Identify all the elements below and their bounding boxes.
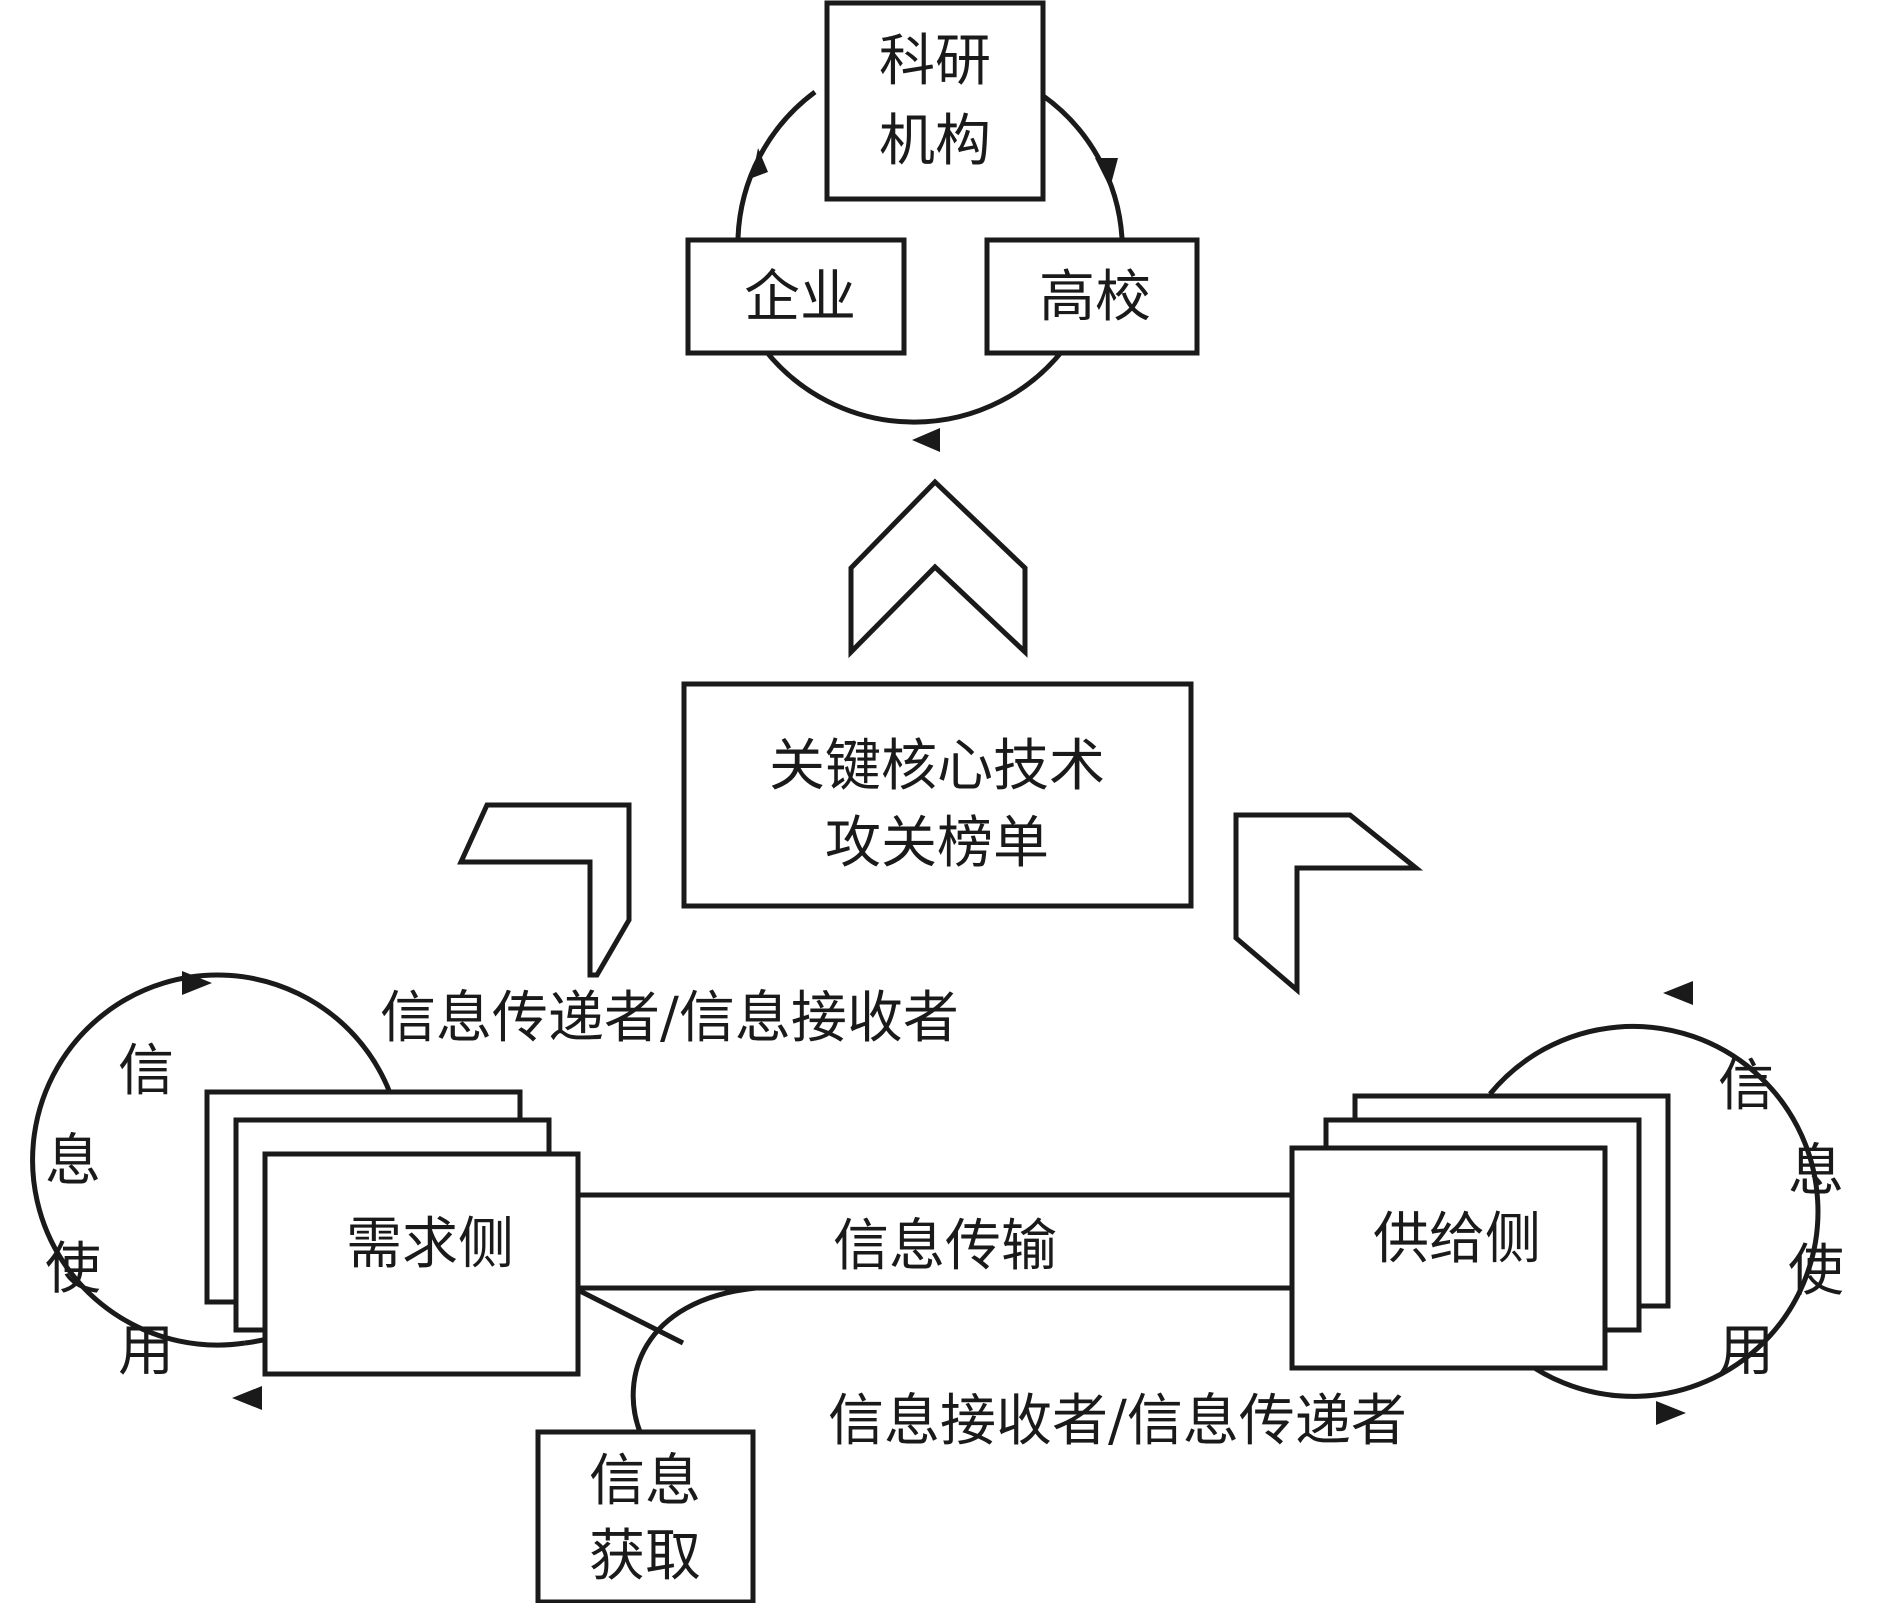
enterprise-label: 企业	[744, 265, 856, 330]
research-box	[824, 0, 1046, 202]
core-title-line2: 攻关榜单	[825, 811, 1049, 876]
transmission-label: 信息传输	[833, 1214, 1057, 1279]
arrowhead	[752, 148, 768, 178]
left-chevron	[457, 802, 632, 978]
acquisition-connector-line	[576, 1287, 685, 1346]
lower-role-label: 信息接收者/信息传递者	[828, 1389, 1407, 1454]
left-use-arc-top	[30, 972, 393, 1348]
arrowhead	[1095, 158, 1118, 188]
left-use-char: 使	[45, 1237, 101, 1302]
acquisition-curve	[630, 1285, 757, 1433]
right-use-char: 信	[1718, 1054, 1774, 1119]
supply-side-label: 供给侧	[1373, 1207, 1541, 1272]
left-use-char: 息	[45, 1129, 101, 1194]
cycle-arc-left	[735, 89, 817, 239]
university-label: 高校	[1039, 265, 1151, 330]
research-label-2: 机构	[879, 109, 991, 174]
demand-side-label: 需求侧	[346, 1212, 514, 1277]
acquisition-box	[535, 1429, 756, 1603]
right-chevron	[1233, 812, 1424, 996]
right-use-arc	[1488, 1023, 1821, 1399]
up-chevron	[848, 478, 1028, 659]
arrowhead	[182, 971, 212, 995]
upper-role-label: 信息传递者/信息接收者	[380, 986, 959, 1051]
arrowhead	[232, 1386, 262, 1410]
arrowhead	[1656, 1401, 1686, 1425]
right-use-char: 使	[1788, 1239, 1844, 1304]
core-box	[681, 681, 1194, 909]
right-use-char: 用	[1718, 1319, 1774, 1384]
supply-box-front	[1289, 1145, 1608, 1371]
left-use-char: 信	[118, 1039, 174, 1104]
research-label-1: 科研	[879, 29, 991, 94]
cycle-arc-right	[1040, 92, 1125, 239]
demand-box-front	[262, 1151, 581, 1377]
university-box	[984, 237, 1200, 356]
core-title-line1: 关键核心技术	[769, 734, 1105, 799]
right-use-char: 息	[1788, 1139, 1844, 1204]
arrowhead	[912, 428, 940, 452]
acquisition-label-1: 信息	[589, 1449, 701, 1514]
acquisition-label-2: 获取	[589, 1524, 701, 1589]
left-use-char: 用	[118, 1319, 174, 1384]
enterprise-box	[685, 237, 907, 356]
cycle-arc-bottom	[763, 348, 1065, 425]
arrowhead	[1663, 981, 1693, 1005]
